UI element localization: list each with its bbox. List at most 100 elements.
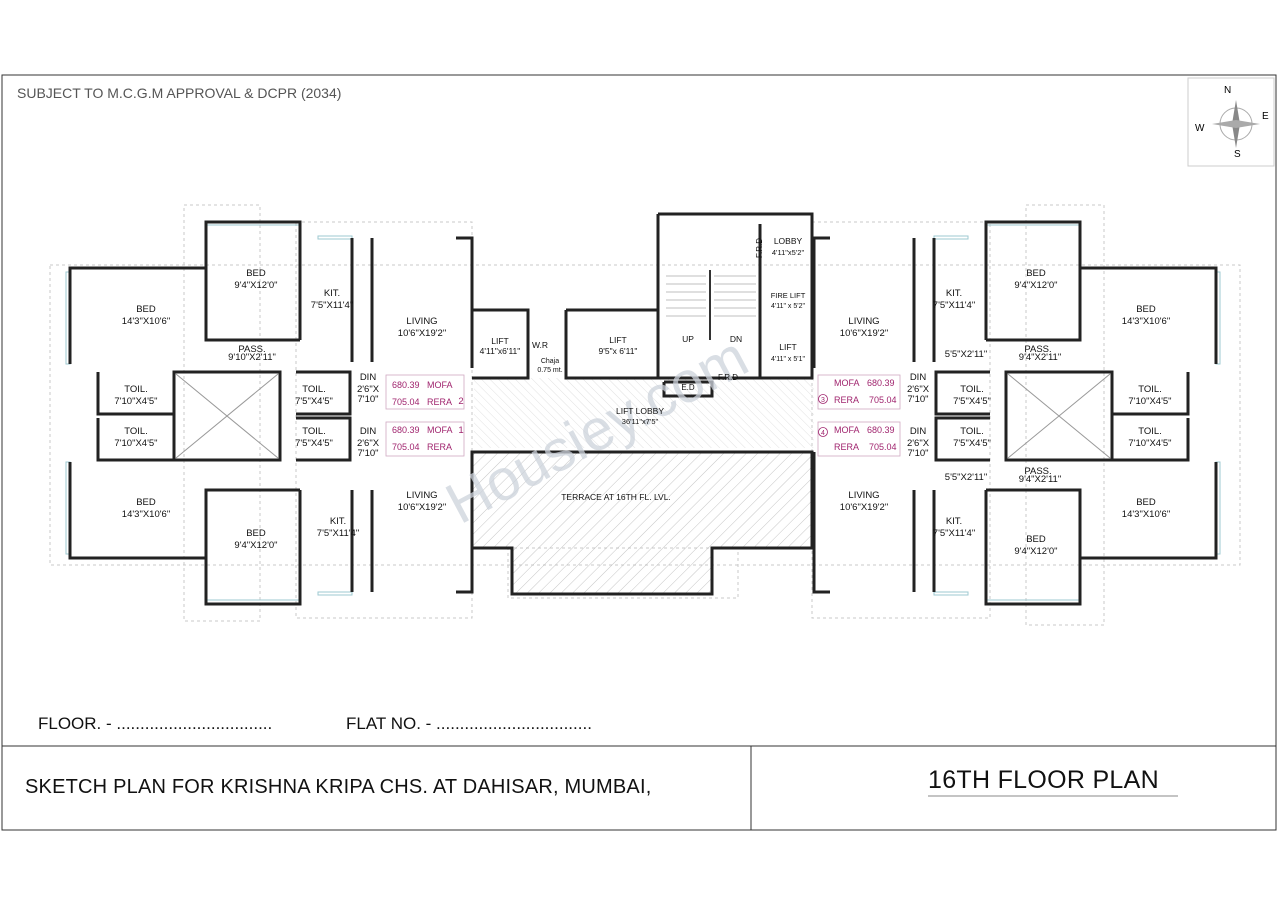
room-dim: 14'3"X10'6": [1122, 509, 1170, 520]
room-label-pass: PASS.: [1024, 344, 1051, 355]
room-label-bed: BED: [1026, 534, 1046, 545]
room-dim: 5'5"X2'11": [945, 472, 987, 483]
room-label-bed: BED: [1136, 497, 1156, 508]
room-label-terrace: TERRACE AT 16TH FL. LVL.: [561, 492, 671, 502]
flat-number: 3: [821, 397, 825, 404]
sketch-plan-title: SKETCH PLAN FOR KRISHNA KRIPA CHS. AT DA…: [25, 776, 652, 798]
room-dim: 2'6"X: [907, 384, 930, 395]
room-dim: 4'11"x6'11": [480, 346, 521, 356]
room-label-wr: W.R: [532, 340, 548, 350]
room-label-din: DIN: [360, 426, 377, 437]
mofa-label: MOFA: [834, 425, 860, 435]
room-dim: 4'11" x 5'1": [771, 356, 805, 363]
room-dim: 7'5"X4'5": [953, 396, 991, 407]
room-label-pass: PASS.: [1024, 466, 1051, 477]
rera-value: 705.04: [869, 442, 897, 452]
room-dim: 9'4"X2'11": [1019, 474, 1061, 485]
room-label-ed: E.D: [681, 383, 695, 392]
room-label-living: LIVING: [406, 490, 437, 501]
mofa-label: MOFA: [427, 380, 453, 390]
room-dim: 7'5"X11'4": [933, 300, 975, 311]
approval-note: SUBJECT TO M.C.G.M APPROVAL & DCPR (2034…: [17, 85, 342, 101]
room-dim: 2'6"X: [907, 438, 930, 449]
room-label-bed: BED: [1026, 268, 1046, 279]
mofa-value: 680.39: [392, 380, 420, 390]
room-label-toil: TOIL.: [1138, 426, 1162, 437]
room-label-fire-lift: FIRE LIFT: [771, 291, 806, 300]
room-dim: 10'6"X19'2": [398, 502, 446, 513]
room-dim: 7'5"X4'5": [953, 438, 991, 449]
room-label-frd: F.R.D: [718, 373, 738, 382]
room-label-lift: LIFT: [779, 342, 796, 352]
room-dim: 9'10"X2'11": [228, 352, 276, 363]
room-dim: 7'5"X11'4": [317, 528, 359, 539]
compass-e: E: [1262, 111, 1269, 122]
lift-lobby-hatch: [474, 378, 814, 448]
room-dim: 9'5"x 6'11": [599, 346, 638, 356]
room-label-lift: LIFT: [609, 335, 626, 345]
room-dim: 7'5"X4'5": [295, 438, 333, 449]
room-dim: 9'4"X12'0": [234, 280, 277, 291]
room-label-chaja: Chaja: [541, 358, 559, 365]
room-label-lift-lobby: LIFT LOBBY: [616, 406, 664, 416]
stair-treads: [666, 270, 756, 340]
room-dim: 9'4"X12'0": [1014, 280, 1057, 291]
flat-number: 4: [821, 430, 825, 437]
compass-n: N: [1224, 85, 1231, 96]
room-label-toil: TOIL.: [1138, 384, 1162, 395]
room-label-toil: TOIL.: [302, 426, 326, 437]
flat-number: 2: [458, 396, 463, 407]
room-label-frd: F.R.D: [755, 238, 764, 258]
room-dim: 7'10"X4'5": [114, 438, 157, 449]
room-label-kit: KIT.: [330, 516, 346, 527]
room-dim: 7'10": [907, 394, 928, 405]
flat-number: 1: [458, 425, 463, 436]
room-dim: 0.75 mt.: [537, 367, 562, 374]
room-label-bed: BED: [246, 528, 266, 539]
room-dim: 7'10": [357, 448, 378, 459]
room-label-lift: LIFT: [491, 336, 508, 346]
rera-value: 705.04: [869, 395, 897, 405]
room-label-toil: TOIL.: [302, 384, 326, 395]
floor-field: FLOOR. - ...............................…: [38, 714, 273, 733]
room-dim: 5'5"X2'11": [945, 349, 987, 360]
compass-rose: N E S W: [1187, 77, 1275, 167]
flat-no-field: FLAT NO. - .............................…: [346, 714, 592, 733]
shaft-marks: [175, 373, 1111, 459]
room-dim: 14'3"X10'6": [122, 509, 170, 520]
room-dim: 7'10": [907, 448, 928, 459]
mofa-label: MOFA: [834, 378, 860, 388]
room-dim: 7'5"X4'5": [295, 396, 333, 407]
room-label-bed: BED: [246, 268, 266, 279]
rera-value: 705.04: [392, 397, 420, 407]
room-label-bed: BED: [1136, 304, 1156, 315]
rera-value: 705.04: [392, 442, 420, 452]
room-label-toil: TOIL.: [124, 384, 148, 395]
room-label-kit: KIT.: [946, 288, 962, 299]
room-dim: 7'10"X4'5": [114, 396, 157, 407]
room-dim: 4'11"x5'2": [772, 248, 805, 257]
room-dim: 9'4"X12'0": [1014, 546, 1057, 557]
rera-label: RERA: [427, 442, 452, 452]
room-label-kit: KIT.: [324, 288, 340, 299]
room-label-toil: TOIL.: [124, 426, 148, 437]
stair-label-up: UP: [682, 334, 694, 344]
room-dim: 7'5"X11'4": [311, 300, 353, 311]
room-dim: 14'3"X10'6": [122, 316, 170, 327]
room-dim: 7'5"X11'4": [933, 528, 975, 539]
room-dim: 36'11"x7'5": [622, 417, 659, 426]
floor-plan-title: 16TH FLOOR PLAN: [928, 766, 1159, 794]
room-label-din: DIN: [360, 372, 377, 383]
room-label-living: LIVING: [848, 490, 879, 501]
terrace-hatch: [470, 450, 814, 596]
room-label-lobby: LOBBY: [774, 236, 803, 246]
room-label-toil: TOIL.: [960, 384, 984, 395]
room-label-kit: KIT.: [946, 516, 962, 527]
sheet-border: [1, 74, 1277, 831]
room-label-bed: BED: [136, 497, 156, 508]
room-dim: 9'4"X12'0": [234, 540, 277, 551]
room-label-living: LIVING: [406, 316, 437, 327]
room-label-bed: BED: [136, 304, 156, 315]
compass-s: S: [1234, 149, 1241, 160]
